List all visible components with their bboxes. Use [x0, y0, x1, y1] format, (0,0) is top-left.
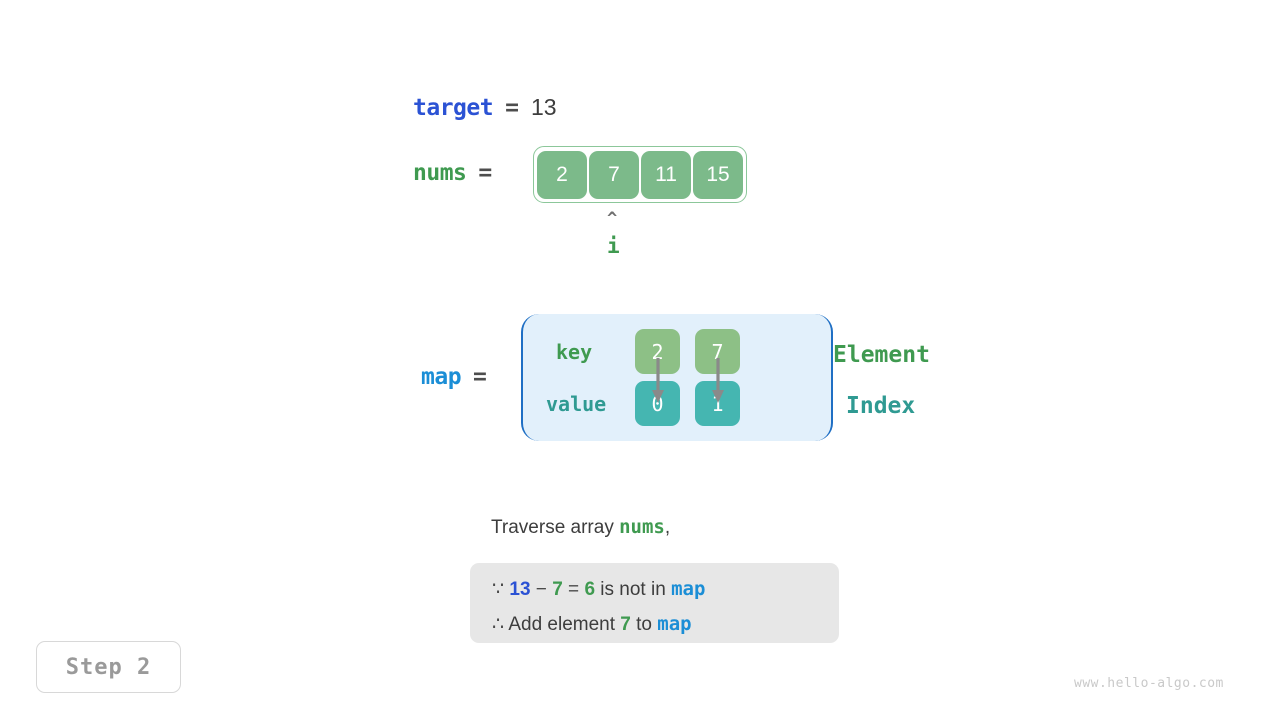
map-variable-name: map: [421, 364, 462, 390]
target-row: target = 13: [413, 94, 557, 121]
nums-array-container: 2 7 11 15: [533, 146, 747, 203]
explanation-target-value: 13: [509, 579, 531, 600]
watermark: www.hello-algo.com: [1074, 676, 1224, 691]
map-legend-element: Element: [833, 342, 930, 368]
map-equals-sign: =: [473, 364, 487, 390]
explanation-line-1: ∵ 13 − 7 = 6 is not in map: [492, 572, 817, 607]
map-row-label-value: value: [546, 392, 607, 416]
explanation-current-value: 7: [552, 579, 563, 600]
explanation-line2-text-middle: to: [630, 614, 658, 635]
map-label-row: map =: [421, 364, 487, 390]
nums-row: nums =: [413, 160, 492, 186]
map-value-cell-0: 0: [635, 381, 680, 426]
explanation-line2-text-before: Add element: [508, 614, 621, 635]
because-symbol: ∵: [492, 579, 505, 600]
array-cell-3: 15: [693, 150, 743, 199]
map-key-cell-1: 7: [695, 329, 740, 374]
map-row-label-key: key: [556, 340, 593, 364]
explanation-line1-map: map: [671, 578, 706, 600]
target-equals-sign: =: [505, 95, 519, 121]
explanation-box: ∵ 13 − 7 = 6 is not in map ∴ Add element…: [470, 563, 839, 643]
explanation-line-2: ∴ Add element 7 to map: [492, 607, 817, 642]
map-key-cell-0: 2: [635, 329, 680, 374]
step-badge: Step 2: [36, 641, 181, 693]
explanation-line2-map: map: [657, 613, 692, 635]
traverse-nums-keyword: nums: [619, 516, 665, 538]
pointer-caret-icon: ^: [607, 209, 618, 229]
minus-operator: −: [535, 579, 547, 600]
explanation-difference-value: 6: [584, 579, 596, 600]
array-cell-1: 7: [589, 150, 639, 199]
pointer-label-i: i: [607, 234, 620, 258]
explanation-added-element: 7: [620, 614, 631, 635]
array-cell-0: 2: [537, 150, 587, 199]
target-variable-name: target: [413, 95, 494, 121]
nums-variable-name: nums: [413, 160, 467, 186]
traverse-suffix-text: ,: [664, 517, 671, 538]
equals-operator: =: [568, 579, 580, 600]
therefore-symbol: ∴: [492, 614, 505, 635]
target-value: 13: [530, 94, 557, 120]
map-value-cell-1: 1: [695, 381, 740, 426]
traverse-description: Traverse array nums,: [491, 516, 670, 539]
explanation-line1-text: is not in: [600, 579, 672, 600]
traverse-prefix-text: Traverse array: [491, 517, 620, 538]
array-cell-2: 11: [641, 150, 691, 199]
map-legend-index: Index: [846, 393, 916, 419]
nums-equals-sign: =: [478, 160, 493, 186]
